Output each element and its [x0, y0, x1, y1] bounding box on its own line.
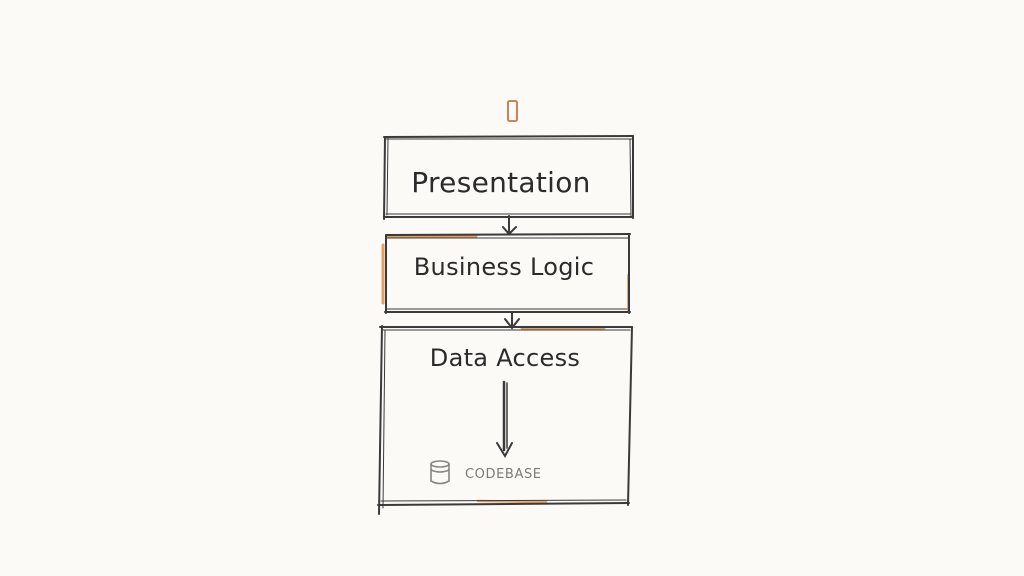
codebase-label: CODEBASE — [465, 467, 542, 482]
business-logic-box — [381, 233, 631, 314]
business-logic-layer-label: Business Logic — [413, 253, 595, 281]
arrow-data-to-codebase — [496, 380, 513, 459]
top-marker — [507, 100, 518, 122]
presentation-layer-label: Presentation — [411, 166, 591, 199]
arrow-business-to-data — [504, 311, 520, 330]
data-access-layer-label: Data Access — [429, 344, 581, 372]
data-access-box — [377, 325, 633, 515]
database-icon — [430, 460, 450, 485]
arrow-presentation-to-business — [502, 215, 517, 236]
